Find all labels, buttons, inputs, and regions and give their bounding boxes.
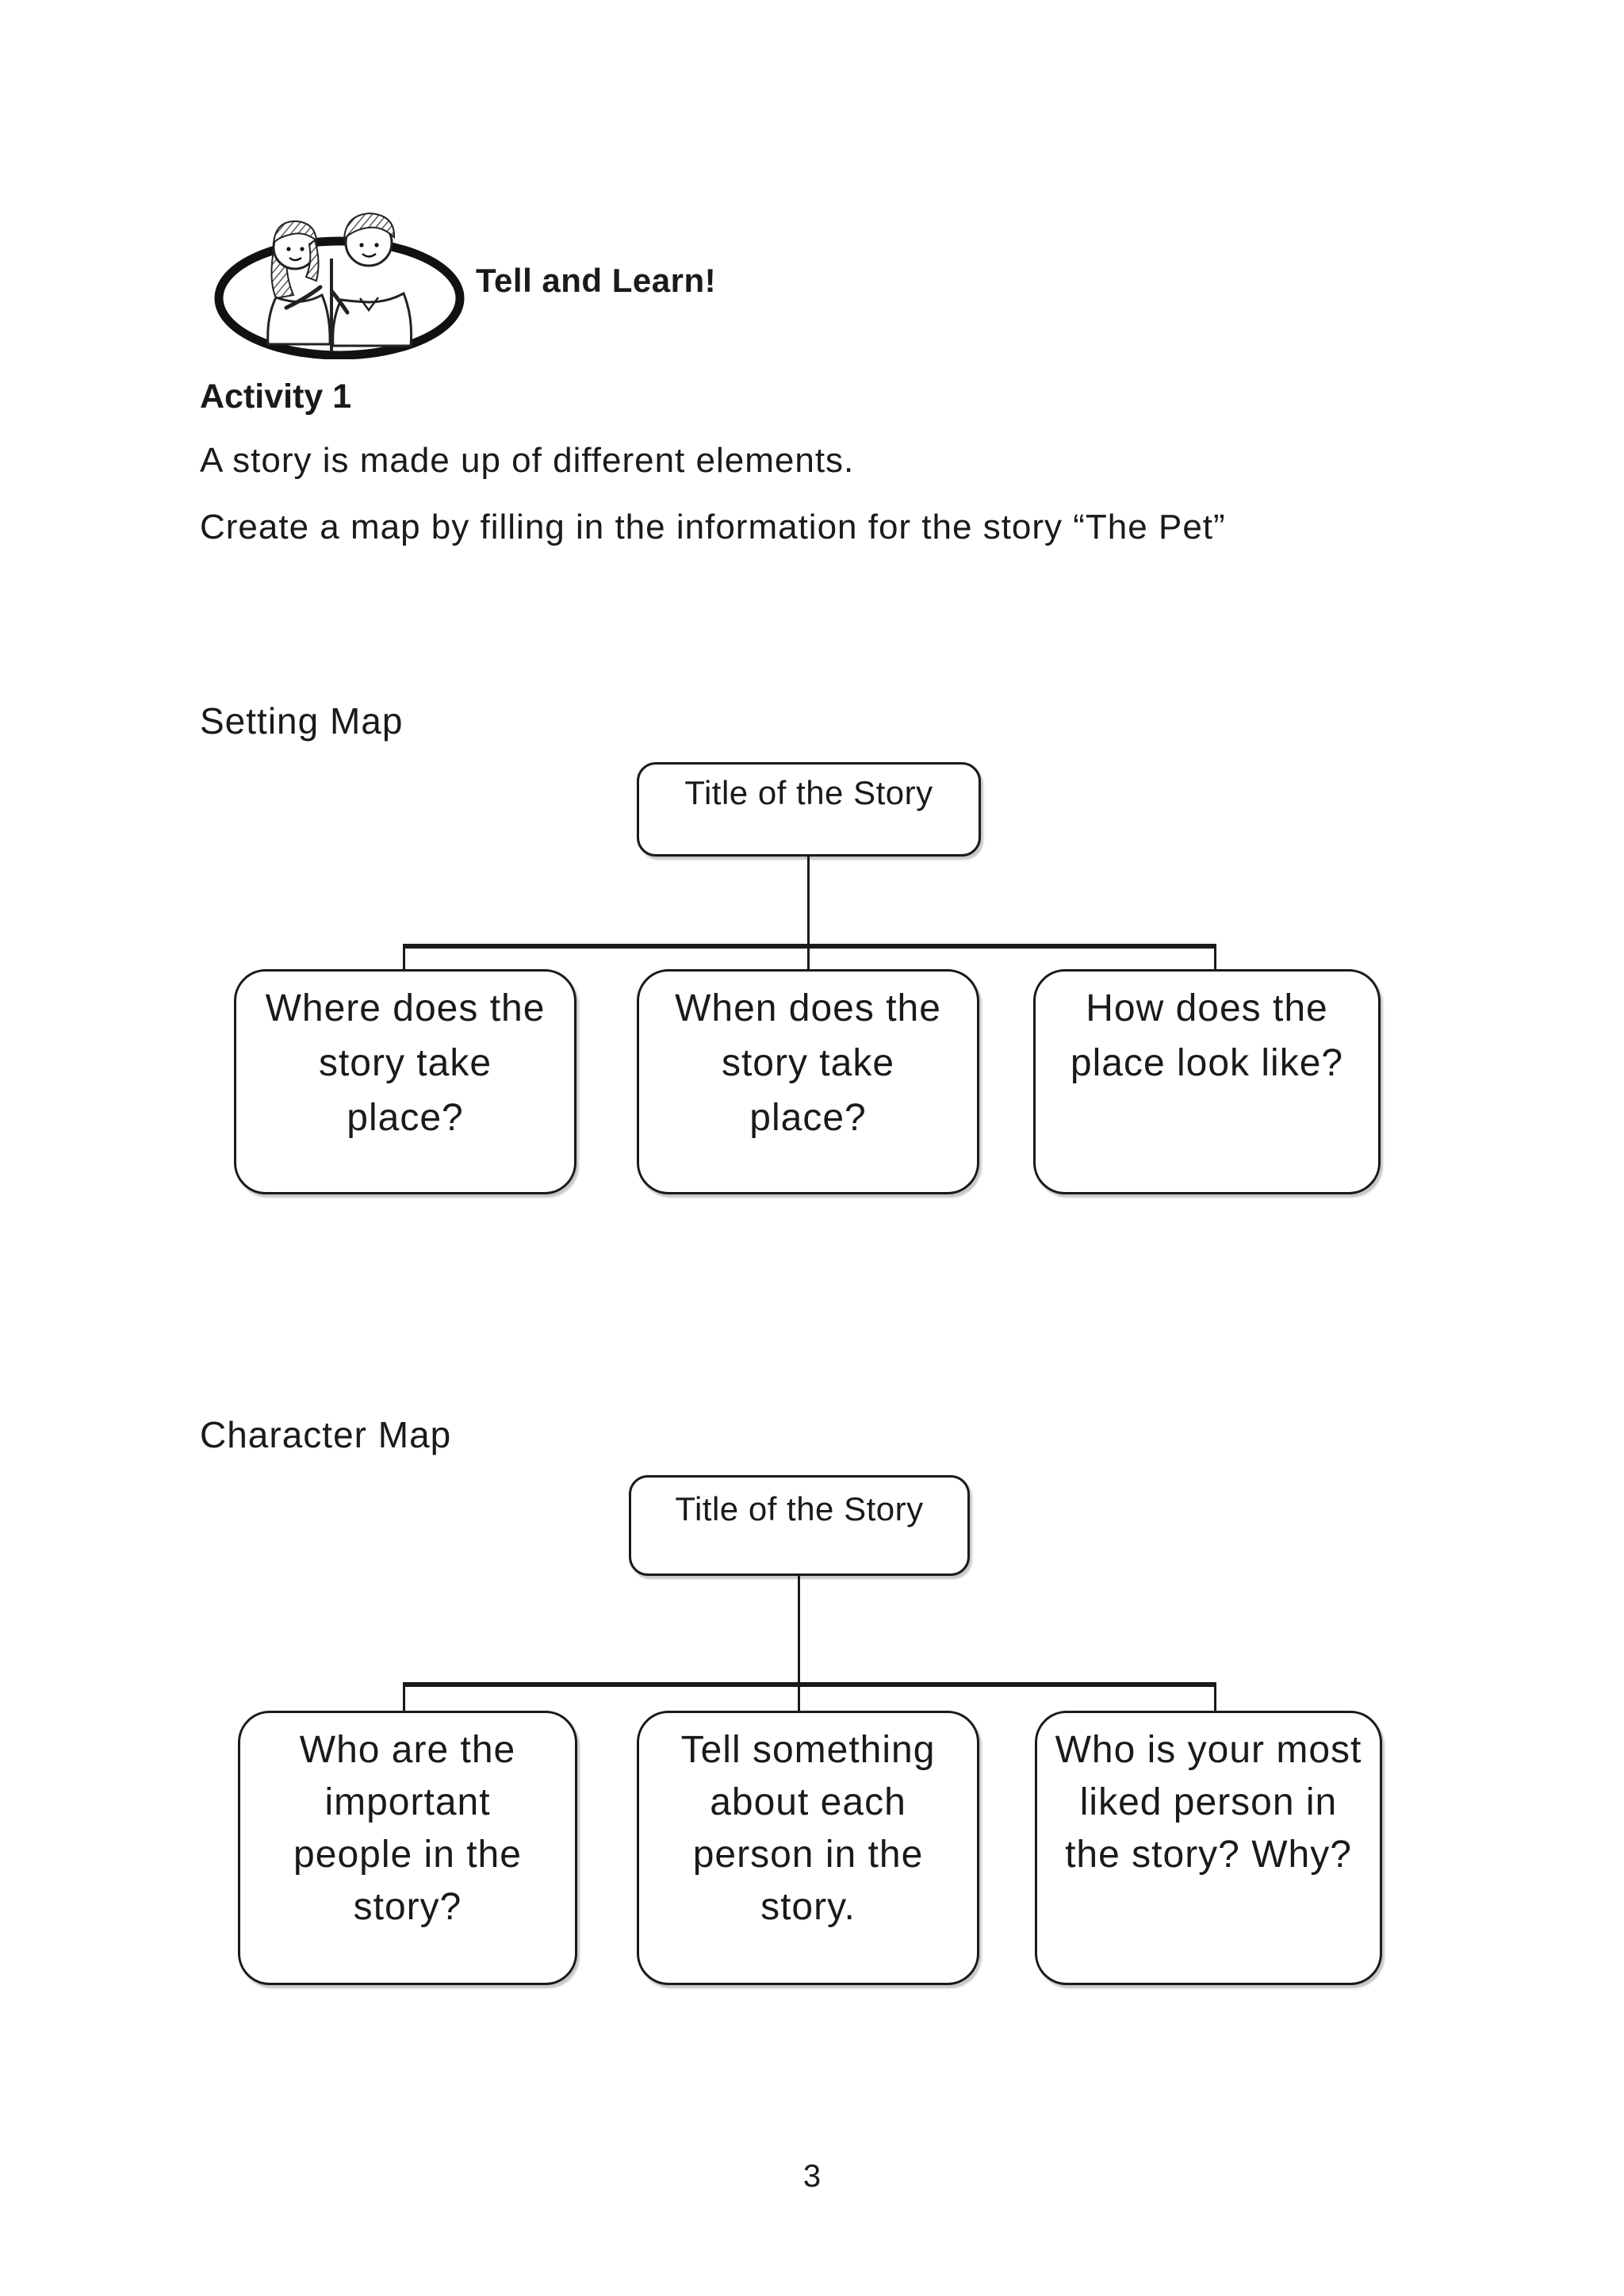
activity-instruction-line: Create a map by filling in the informati… [200, 508, 1226, 546]
box-text-line: liked person in [1079, 1781, 1338, 1823]
page-number: 3 [802, 2159, 822, 2194]
box-text-line: important [324, 1781, 491, 1823]
setting-map-connector-stub-right [1214, 949, 1216, 971]
box-text-line: about each [710, 1781, 906, 1823]
box-text-line: people in the [293, 1834, 522, 1876]
two-children-icon [214, 212, 465, 360]
character-map-box-liked: Who is your most liked person in the sto… [1035, 1711, 1382, 1985]
box-text-line: Tell something [680, 1729, 936, 1771]
character-map-root-text: Title of the Story [675, 1490, 924, 1527]
box-text-line: person in the [692, 1834, 924, 1876]
character-map-connector-horizontal [403, 1682, 1216, 1687]
setting-map-root-box: Title of the Story [637, 762, 981, 857]
setting-map-connector-horizontal [403, 944, 1216, 949]
character-map-connector-stub-left [403, 1687, 405, 1711]
box-text-line: place? [749, 1097, 867, 1139]
setting-map-label: Setting Map [200, 700, 404, 742]
box-text-line: place? [347, 1097, 464, 1139]
box-text-line: place look like? [1070, 1042, 1344, 1084]
box-text-line: story. [760, 1886, 856, 1928]
character-map-connector-stub-center [798, 1687, 800, 1711]
box-text-line: How does the [1086, 987, 1328, 1029]
badge-title: Tell and Learn! [476, 262, 717, 299]
tell-and-learn-illustration [213, 197, 468, 360]
box-text-line: story? [353, 1886, 462, 1928]
box-text-line: story take [721, 1042, 895, 1084]
character-map-box-who: Who are the important people in the stor… [238, 1711, 577, 1985]
character-map-connector-stub-right [1214, 1687, 1216, 1711]
character-map-box-tell: Tell something about each person in the … [637, 1711, 979, 1985]
setting-map-connector-stub-center [807, 949, 810, 971]
character-map-label: Character Map [200, 1414, 452, 1455]
setting-map-box-how: How does the place look like? [1033, 969, 1381, 1194]
box-text-line: Where does the [265, 987, 546, 1029]
box-text-line: Who is your most [1055, 1729, 1362, 1771]
character-map-connector-vertical [798, 1576, 800, 1684]
character-map-root-box: Title of the Story [629, 1475, 970, 1576]
setting-map-connector-vertical [807, 857, 810, 946]
box-text-line: When does the [675, 987, 941, 1029]
setting-map-root-text: Title of the Story [684, 774, 933, 811]
setting-map-box-when: When does the story take place? [637, 969, 979, 1194]
activity-heading: Activity 1 [200, 378, 352, 416]
box-text-line: story take [318, 1042, 492, 1084]
setting-map-connector-stub-left [403, 949, 405, 971]
box-text-line: the story? Why? [1065, 1834, 1352, 1876]
activity-instruction-line: A story is made up of different elements… [200, 441, 855, 480]
box-text-line: Who are the [299, 1729, 516, 1771]
setting-map-box-where: Where does the story take place? [234, 969, 576, 1194]
